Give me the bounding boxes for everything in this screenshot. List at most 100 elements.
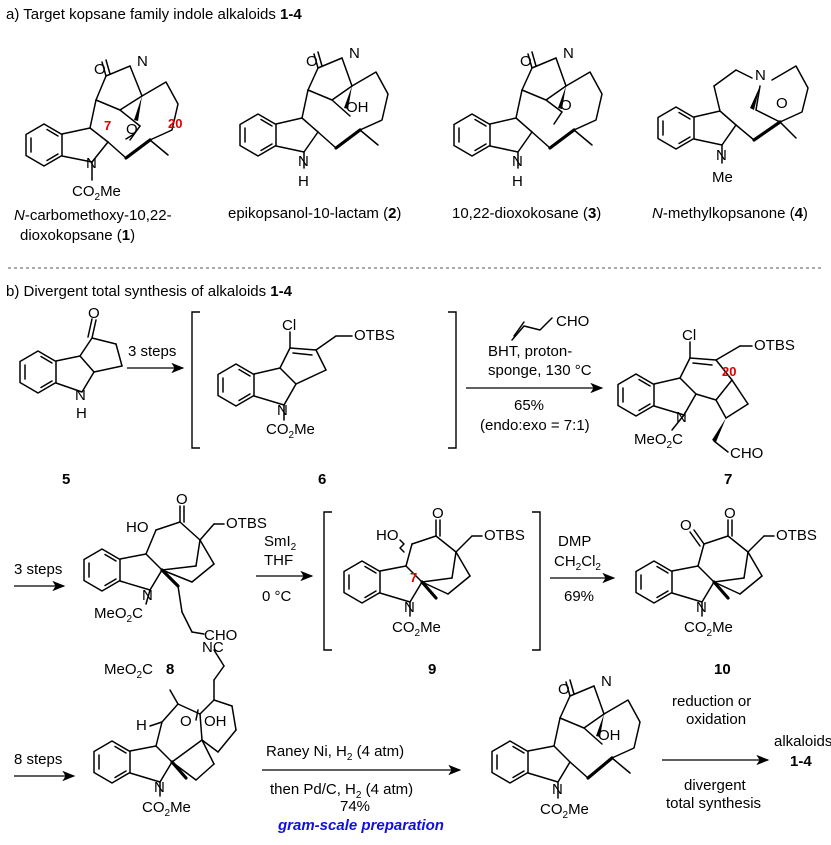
compound-3-structure [453, 51, 603, 169]
c6-cl-label: Cl [282, 317, 296, 334]
lac-o-label: O [558, 681, 570, 698]
c4-o-label: O [776, 95, 788, 112]
c9-n-label: N [404, 599, 415, 616]
step2-line2: sponge, 130 °C [488, 362, 592, 379]
c7-meo2c: MeO2C [634, 431, 683, 451]
step4-temp: 0 °C [262, 588, 292, 605]
c1-n-label: N [137, 53, 148, 70]
step4-thf: THF [264, 552, 293, 569]
c9-o-label: O [432, 505, 444, 522]
label-7: 7 [724, 471, 732, 488]
c6-co2me: CO2Me [266, 421, 315, 441]
lac-oh-label: OH [598, 727, 621, 744]
int-o-label: O [180, 713, 192, 730]
c10-otbs-label: OTBS [776, 527, 817, 544]
compound-9-structure [343, 519, 483, 617]
step2-reagent-cho: CHO [556, 313, 589, 330]
int-meo2c: MeO2C [104, 661, 153, 681]
step8-line3: divergent [684, 777, 747, 794]
lac-co2me: CO2Me [540, 801, 589, 821]
c2-oh-label: OH [346, 99, 369, 116]
step4-smi2: SmI2 [264, 533, 297, 553]
c9-co2me: CO2Me [392, 619, 441, 639]
step5-dmp: DMP [558, 533, 591, 550]
compound-7-structure [617, 341, 753, 453]
c2-o-label: O [306, 53, 318, 70]
step7-top: Raney Ni, H2 (4 atm) [266, 743, 404, 763]
label-6: 6 [318, 471, 326, 488]
label-9: 9 [428, 661, 436, 678]
c3-o-label: O [520, 53, 532, 70]
step7-yield: 74% [340, 798, 370, 815]
c7-cl-label: Cl [682, 327, 696, 344]
c8-meo2c: MeO2C [94, 605, 143, 625]
compound-6-structure [217, 331, 353, 421]
c1-indole-n: N [86, 155, 97, 172]
c3-name: 10,22-dioxokosane (3) [452, 205, 601, 222]
c1-co2me: CO2Me [72, 183, 121, 203]
label-5: 5 [62, 471, 70, 488]
c4-indole-n: N [716, 147, 727, 164]
c8-o-label: O [176, 491, 188, 508]
c3-n-label: N [563, 45, 574, 62]
step3-label: 3 steps [14, 561, 62, 578]
step2-yield: 65% [514, 397, 544, 414]
c10-o2-label: O [724, 505, 736, 522]
int-n-label: N [154, 779, 165, 796]
c8-ho-label: HO [126, 519, 149, 536]
bracket-6-right [448, 311, 457, 449]
final-product-label: alkaloids [774, 733, 831, 750]
step5-ch2cl2: CH2Cl2 [554, 553, 601, 573]
step5-yield: 69% [564, 588, 594, 605]
step6-label: 8 steps [14, 751, 62, 768]
int-oh-label: OH [204, 713, 227, 730]
c1-locant-7: 7 [104, 118, 111, 133]
c4-me-label: Me [712, 169, 733, 186]
c8-cho-label: CHO [204, 627, 237, 644]
c2-name: epikopsanol-10-lactam (2) [228, 205, 401, 222]
c8-n-label: N [142, 587, 153, 604]
step8-line2: oxidation [686, 711, 746, 728]
c10-co2me: CO2Me [684, 619, 733, 639]
step2-ratio: (endo:exo = 7:1) [480, 417, 590, 434]
final-product-numbers: 1-4 [790, 753, 812, 770]
c9-otbs-label: OTBS [484, 527, 525, 544]
step8-line4: total synthesis [666, 795, 761, 812]
c8-otbs-label: OTBS [226, 515, 267, 532]
compound-1-structure [25, 59, 179, 181]
c5-o-label: O [88, 305, 100, 322]
c2-n-label: N [349, 45, 360, 62]
c1-o2-label: O [126, 121, 138, 138]
compound-10-structure [635, 519, 775, 617]
c7-n-label: N [676, 409, 687, 426]
compound-5-structure [19, 318, 123, 394]
intermediate-nitrile-structure [93, 649, 237, 797]
label-8: 8 [166, 661, 174, 678]
c1-name-line1: N-carbomethoxy-10,22- [14, 207, 172, 224]
c7-locant-20: 20 [722, 364, 736, 379]
step2-line1: BHT, proton- [488, 343, 572, 360]
c1-name-line2: dioxokopsane (1) [20, 227, 135, 244]
c5-n-label: N [75, 387, 86, 404]
compound-2-structure [239, 51, 389, 169]
int-h-label: H [136, 717, 147, 734]
step1-label: 3 steps [128, 343, 176, 360]
c5-h-label: H [76, 405, 87, 422]
c7-cho-label: CHO [730, 445, 763, 462]
section-a-title: a) Target kopsane family indole alkaloid… [6, 6, 302, 23]
c3-indole-n: N [512, 153, 523, 170]
bracket-6-left [191, 311, 200, 449]
c4-name: N-methylkopsanone (4) [652, 205, 808, 222]
c9-locant-7: 7 [410, 570, 417, 585]
step7-bottom: then Pd/C, H2 (4 atm) [270, 781, 413, 801]
c1-locant-20: 20 [168, 116, 182, 131]
section-b-title: b) Divergent total synthesis of alkaloid… [6, 283, 293, 300]
c9-ho-label: HO [376, 527, 399, 544]
compound-4-structure [657, 65, 809, 164]
lac-n-label: N [601, 673, 612, 690]
step8-line1: reduction or [672, 693, 751, 710]
c3-o2-label: O [560, 97, 572, 114]
c4-n-label: N [755, 67, 766, 84]
gram-scale-note: gram-scale preparation [277, 817, 444, 834]
